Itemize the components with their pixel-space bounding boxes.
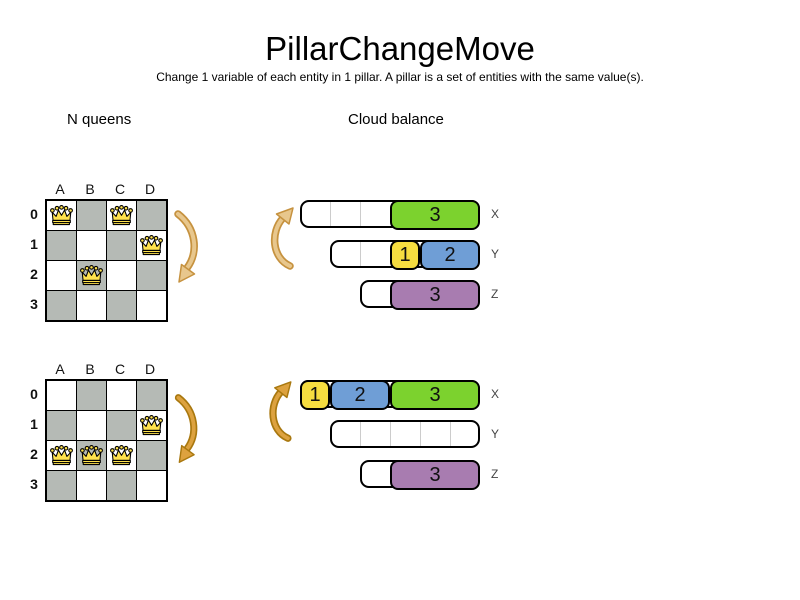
move-arrow-down-before-icon bbox=[174, 210, 198, 283]
board-cell-A1 bbox=[47, 231, 76, 260]
segment-divider bbox=[360, 422, 361, 446]
board-cell-C3 bbox=[107, 471, 136, 500]
board-cell-D1 bbox=[137, 231, 166, 260]
column-header-B: B bbox=[85, 361, 95, 377]
board-cell-A3 bbox=[47, 471, 76, 500]
segment-divider bbox=[450, 422, 451, 446]
row-label-2: 2 bbox=[30, 446, 38, 462]
column-header-B: B bbox=[85, 181, 95, 197]
column-header-C: C bbox=[114, 181, 126, 197]
nqueens-board-before: A B C D 0 1 2 3 bbox=[25, 181, 185, 331]
board-cell-B0 bbox=[77, 201, 106, 230]
process-block-1: 1 bbox=[300, 380, 330, 410]
board-cell-A2 bbox=[47, 441, 76, 470]
segment-divider bbox=[420, 422, 421, 446]
board-cell-C1 bbox=[107, 231, 136, 260]
segment-divider bbox=[360, 242, 361, 266]
segment-divider bbox=[390, 422, 391, 446]
board-cell-B3 bbox=[77, 471, 106, 500]
board-cell-D0 bbox=[137, 381, 166, 410]
board-cell-D3 bbox=[137, 471, 166, 500]
queen-icon bbox=[140, 415, 163, 436]
board-cell-D2 bbox=[137, 441, 166, 470]
board-cell-A2 bbox=[47, 261, 76, 290]
board-cell-A3 bbox=[47, 291, 76, 320]
board-cell-D0 bbox=[137, 201, 166, 230]
column-header-A: A bbox=[55, 181, 65, 197]
board-cell-C3 bbox=[107, 291, 136, 320]
segment-divider bbox=[360, 202, 361, 226]
segment-divider bbox=[330, 202, 331, 226]
row-label-1: 1 bbox=[30, 236, 38, 252]
column-header-D: D bbox=[144, 181, 156, 197]
board-cell-A0 bbox=[47, 381, 76, 410]
board-cell-B1 bbox=[77, 411, 106, 440]
process-block-3: 3 bbox=[390, 280, 480, 310]
column-header-C: C bbox=[114, 361, 126, 377]
queen-icon bbox=[50, 205, 73, 226]
board-cell-B1 bbox=[77, 231, 106, 260]
process-block-2: 2 bbox=[330, 380, 390, 410]
page-title: PillarChangeMove bbox=[265, 30, 535, 67]
board-cell-B2 bbox=[77, 261, 106, 290]
bar-label-X: X bbox=[491, 207, 500, 221]
queen-icon bbox=[50, 445, 73, 466]
move-arrow-down-after-icon bbox=[174, 394, 198, 464]
row-label-0: 0 bbox=[30, 206, 38, 222]
nqueens-board-after: A B C D 0 1 2 3 bbox=[25, 361, 185, 511]
cloud-before-computer-z: 3 bbox=[360, 280, 480, 310]
bar-label-Y: Y bbox=[491, 247, 500, 261]
board-cell-B2 bbox=[77, 441, 106, 470]
row-label-3: 3 bbox=[30, 476, 38, 492]
queen-icon bbox=[140, 235, 163, 256]
board-cell-D1 bbox=[137, 411, 166, 440]
cloud-before-computer-x: 3 bbox=[300, 200, 480, 230]
bar-label-X: X bbox=[491, 387, 500, 401]
queen-icon bbox=[80, 265, 103, 286]
bar-label-Z: Z bbox=[491, 467, 499, 481]
process-block-1: 1 bbox=[390, 240, 420, 270]
queen-icon bbox=[110, 445, 133, 466]
row-label-2: 2 bbox=[30, 266, 38, 282]
board-cell-C1 bbox=[107, 411, 136, 440]
queen-icon bbox=[80, 445, 103, 466]
column-header-A: A bbox=[55, 361, 65, 377]
board-cell-C0 bbox=[107, 381, 136, 410]
board-cell-D2 bbox=[137, 261, 166, 290]
process-block-3: 3 bbox=[390, 200, 480, 230]
row-label-1: 1 bbox=[30, 416, 38, 432]
section-title-cloud-balance: Cloud balance bbox=[348, 111, 444, 128]
row-label-0: 0 bbox=[30, 386, 38, 402]
board-cell-C0 bbox=[107, 201, 136, 230]
cloud-after-computer-z: 3 bbox=[360, 460, 480, 490]
process-block-2: 2 bbox=[420, 240, 480, 270]
board-cell-B3 bbox=[77, 291, 106, 320]
board-cell-A0 bbox=[47, 201, 76, 230]
row-label-3: 3 bbox=[30, 296, 38, 312]
nqueens-before-grid bbox=[45, 199, 168, 322]
board-cell-C2 bbox=[107, 441, 136, 470]
board-cell-B0 bbox=[77, 381, 106, 410]
section-title-nqueens: N queens bbox=[67, 111, 132, 128]
column-header-D: D bbox=[144, 361, 156, 377]
process-block-3: 3 bbox=[390, 460, 480, 490]
board-cell-D3 bbox=[137, 291, 166, 320]
bar-label-Z: Z bbox=[491, 287, 499, 301]
page-subtitle: Change 1 variable of each entity in 1 pi… bbox=[156, 70, 644, 84]
cloud-after-computer-y bbox=[330, 420, 480, 448]
process-block-3: 3 bbox=[390, 380, 480, 410]
board-cell-C2 bbox=[107, 261, 136, 290]
queen-icon bbox=[110, 205, 133, 226]
move-arrow-up-after-icon bbox=[269, 381, 292, 442]
bar-label-Y: Y bbox=[491, 427, 500, 441]
board-cell-A1 bbox=[47, 411, 76, 440]
move-arrow-up-before-icon bbox=[270, 207, 294, 270]
nqueens-after-grid bbox=[45, 379, 168, 502]
